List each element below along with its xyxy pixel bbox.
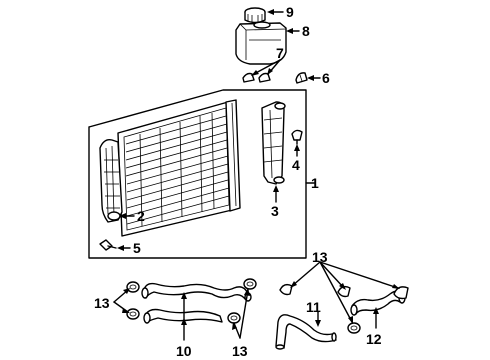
leader-10 bbox=[181, 292, 187, 341]
callout-11: 11 bbox=[306, 299, 321, 315]
lower-radiator-hose bbox=[143, 308, 223, 324]
radiator-right-tank bbox=[225, 99, 241, 212]
callout-12: 12 bbox=[366, 331, 382, 347]
callout-13-left: 13 bbox=[94, 295, 110, 311]
leader-9 bbox=[267, 9, 284, 15]
callout-5: 5 bbox=[133, 240, 141, 256]
radiator-fitting bbox=[291, 129, 303, 145]
reservoir-cap bbox=[244, 7, 266, 24]
callout-1: 1 bbox=[311, 175, 319, 191]
hose-clamp-lower-right bbox=[227, 312, 241, 324]
reservoir-clip-left bbox=[242, 72, 255, 83]
callout-9: 9 bbox=[286, 4, 294, 20]
callout-10: 10 bbox=[176, 343, 192, 359]
leader-13-bottom bbox=[232, 288, 250, 339]
leader-8 bbox=[286, 28, 300, 34]
radiator-left-tank bbox=[99, 138, 123, 223]
coolant-reservoir bbox=[235, 21, 287, 65]
leader-2 bbox=[119, 213, 135, 219]
radiator-assembly-outline bbox=[88, 89, 307, 259]
reservoir-clip-right bbox=[258, 72, 271, 83]
hose-clamp-right-1 bbox=[279, 283, 293, 296]
callout-2: 2 bbox=[137, 208, 145, 224]
callout-13-right: 13 bbox=[312, 249, 328, 265]
hose-clamp-right-2 bbox=[337, 285, 351, 298]
leader-3 bbox=[273, 185, 279, 203]
bracket-clip bbox=[295, 72, 308, 84]
hose-clamp-upper-left bbox=[126, 281, 140, 293]
callout-4: 4 bbox=[292, 157, 300, 173]
drain-plug bbox=[99, 239, 117, 251]
leader-4 bbox=[294, 144, 300, 157]
callout-13-bottom: 13 bbox=[232, 343, 248, 359]
leader-13-left bbox=[113, 288, 130, 313]
radiator-core bbox=[117, 101, 233, 237]
hose-clamp-upper-right bbox=[243, 278, 257, 290]
leader-12 bbox=[373, 307, 379, 329]
leader-5 bbox=[117, 245, 131, 251]
hose-clamp-lower-left bbox=[126, 308, 140, 320]
leader-11 bbox=[315, 311, 321, 327]
leader-7 bbox=[251, 59, 281, 76]
heater-hose-11 bbox=[275, 314, 337, 350]
radiator-right-end-tank bbox=[261, 101, 286, 185]
leader-13-right bbox=[290, 261, 400, 324]
callout-8: 8 bbox=[302, 23, 310, 39]
callout-6: 6 bbox=[322, 70, 330, 86]
callout-7: 7 bbox=[276, 45, 284, 61]
hose-clamp-right-3 bbox=[347, 322, 361, 334]
upper-radiator-hose bbox=[141, 282, 252, 302]
leader-6 bbox=[307, 75, 321, 81]
hose-clamp-right-4 bbox=[393, 286, 409, 300]
callout-3: 3 bbox=[271, 203, 279, 219]
